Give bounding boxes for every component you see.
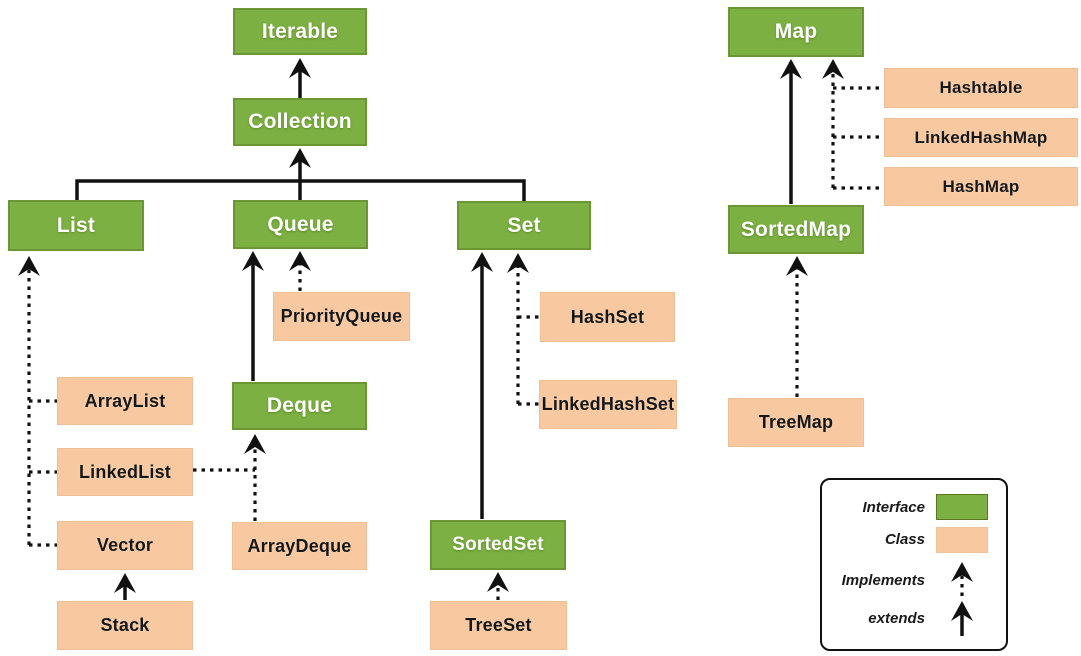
node-linkedhashmap: LinkedHashMap [884, 118, 1078, 157]
node-hashset: HashSet [540, 292, 675, 342]
edge-hierarchy-connector [75, 179, 526, 201]
node-hashmap: HashMap [884, 167, 1078, 206]
node-treemap: TreeMap [728, 398, 864, 447]
legend-class-label: Class [884, 531, 925, 548]
node-collection: Collection [233, 98, 367, 146]
legend-interface-label: Interface [862, 499, 925, 516]
node-list: List [8, 200, 144, 251]
node-linkedlist: LinkedList [57, 448, 193, 496]
node-linkedhashset: LinkedHashSet [539, 380, 677, 429]
legend-class-swatch [936, 527, 988, 553]
node-queue: Queue [233, 200, 368, 249]
node-arraydeque: ArrayDeque [232, 522, 367, 570]
legend-implements-label: Implements [841, 572, 925, 589]
node-stack: Stack [57, 601, 193, 650]
node-set: Set [457, 201, 591, 250]
node-iterable: Iterable [233, 8, 367, 55]
node-deque: Deque [232, 382, 367, 430]
legend-interface-swatch [936, 494, 988, 520]
node-treeset: TreeSet [430, 601, 567, 650]
node-priorityqueue: PriorityQueue [273, 292, 410, 341]
node-hashtable: Hashtable [884, 68, 1078, 108]
node-map: Map [728, 7, 864, 57]
node-sortedmap: SortedMap [728, 205, 864, 254]
node-sortedset: SortedSet [430, 520, 566, 570]
legend-extends-label: extends [868, 610, 925, 627]
node-vector: Vector [57, 521, 193, 570]
node-arraylist: ArrayList [57, 377, 193, 425]
